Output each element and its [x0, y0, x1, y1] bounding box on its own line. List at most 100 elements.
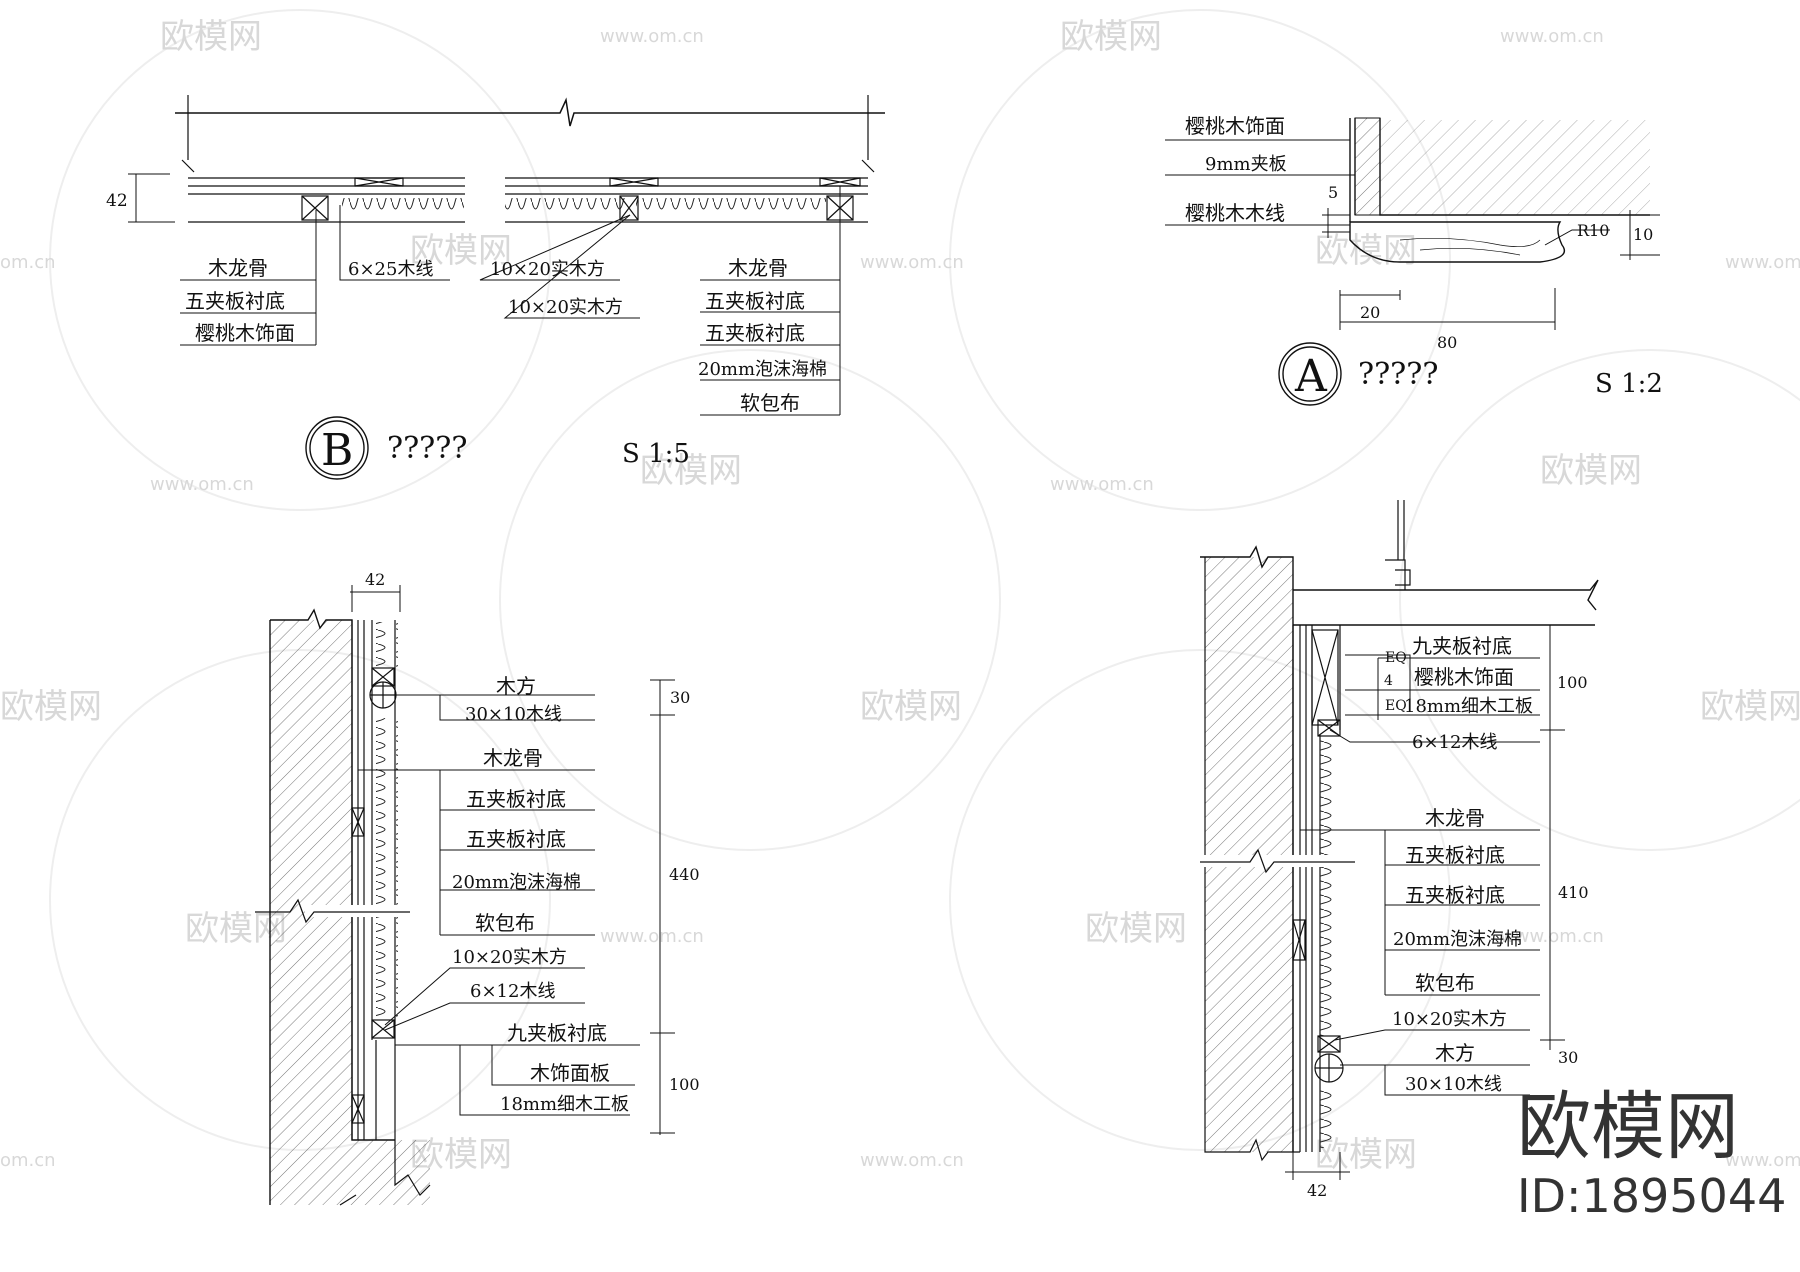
watermark-brand: 欧模网	[1315, 231, 1417, 271]
label-wood-keel: 木龙骨	[483, 746, 543, 770]
dimension-text: 440	[669, 865, 700, 884]
extension-lines	[187, 95, 869, 160]
foam-padding	[1318, 738, 1340, 1036]
leader-lines	[358, 769, 595, 936]
label-wood-line: 6×12木线	[1412, 732, 1497, 753]
leader-lines	[395, 1044, 640, 1116]
wall-outline	[1200, 545, 1294, 1152]
break-marks	[339, 1140, 431, 1206]
dimension-chain	[1540, 624, 1565, 1050]
label-soft-fabric: 软包布	[1415, 971, 1475, 995]
break-gap	[1195, 855, 1355, 867]
label-wood-line: 30×10木线	[465, 704, 562, 725]
panel-layers	[351, 620, 396, 1140]
watermark-arcs	[49, 9, 1800, 1151]
dimension-text: 30	[670, 688, 690, 707]
leader-lines	[384, 967, 585, 1031]
label-foam-sponge: 20mm泡沫海棉	[698, 359, 827, 380]
break-line	[255, 898, 410, 924]
label-wood-block: 木方	[1435, 1041, 1475, 1065]
watermark-brand: 欧模网	[1085, 909, 1187, 949]
slab-top-line	[175, 97, 885, 127]
hanger-rod	[1385, 500, 1411, 590]
foam-padding	[376, 622, 398, 668]
watermark-url: www.om.cn	[1500, 926, 1604, 947]
watermark-brand: 欧模网	[410, 231, 512, 271]
dimension-text: 10	[1633, 225, 1653, 244]
leader-lines	[1165, 139, 1355, 226]
label-plywood-base: 五夹板衬底	[466, 827, 566, 851]
watermark-brand: 欧模网	[640, 451, 742, 491]
dimension-line	[1339, 290, 1401, 330]
detail-marker-letter: A	[1294, 351, 1328, 402]
radius-leader	[1544, 229, 1610, 246]
label-plywood: 9mm夹板	[1205, 154, 1287, 175]
dimension-text: 42	[365, 570, 385, 589]
watermark-url: www.om.cn	[600, 926, 704, 947]
scale-label: S 1:2	[1595, 369, 1663, 399]
dimension-text: 100	[669, 1075, 700, 1094]
corner-logo: 欧模网 ID:1895044	[1517, 1084, 1786, 1223]
watermark-url: www.om.cn	[150, 474, 254, 495]
label-foam-sponge: 20mm泡沫海棉	[452, 872, 581, 893]
watermark-brand: 欧模网	[860, 687, 962, 727]
dimension-line	[1340, 288, 1556, 330]
watermark-url: www.om.cn	[1500, 26, 1604, 47]
section-left: 42 木方 30×10木线 木龙骨 五夹板衬底 五夹板衬底 20mm泡沫海棉 软…	[255, 570, 700, 1206]
leader-batten	[503, 214, 640, 319]
label-wood-keel: 木龙骨	[208, 256, 268, 280]
dimension-line	[1322, 208, 1350, 238]
label-cherry-veneer: 樱桃木饰面	[195, 321, 295, 345]
break-gap	[305, 905, 405, 917]
watermark-brand: 欧模网	[1540, 451, 1642, 491]
detail-b: 42 木龙骨 五夹板衬底 樱桃木饰面 6×25木线 10×20实木方 10×20…	[106, 95, 885, 480]
watermark-url: www.om.cn	[1050, 474, 1154, 495]
floor-hatch	[270, 1140, 430, 1205]
label-blockboard: 18mm细木工板	[500, 1094, 629, 1115]
wall-hatch	[1205, 557, 1293, 1152]
detail-marker-circle	[1278, 342, 1342, 406]
watermark-brand: 欧模网	[160, 17, 262, 57]
dimension-text: 20	[1360, 303, 1380, 322]
watermark-url: om.cn	[0, 252, 56, 273]
label-plywood-base: 五夹板衬底	[466, 787, 566, 811]
watermark-url: www.om.cn	[1725, 252, 1800, 273]
label-wood-line: 30×10木线	[1405, 1074, 1502, 1095]
dimension-text: 42	[1307, 1181, 1327, 1200]
dimension-line	[128, 173, 175, 223]
label-cherry-veneer: 樱桃木饰面	[1414, 665, 1514, 689]
watermark-url: www.om.cn	[1725, 1150, 1800, 1171]
ceiling-slab	[1293, 579, 1599, 626]
break-line	[1200, 848, 1355, 874]
radius-text: R10	[1577, 221, 1609, 240]
scale-label: S 1:5	[622, 439, 690, 469]
label-cherry-trim: 樱桃木木线	[1185, 201, 1285, 225]
label-wood-line: 6×12木线	[470, 981, 555, 1002]
label-plywood-base: 五夹板衬底	[705, 321, 805, 345]
label-solid-batten: 10×20实木方	[508, 297, 623, 318]
label-soft-fabric: 软包布	[740, 391, 800, 415]
watermark-url: www.om.cn	[600, 26, 704, 47]
cherry-wood-trim	[1349, 221, 1566, 263]
label-plywood-base: 五夹板衬底	[1405, 843, 1505, 867]
logo-brand: 欧模网	[1517, 1084, 1739, 1170]
detail-marker-letter: B	[321, 425, 353, 476]
label-solid-batten: 10×20实木方	[452, 947, 567, 968]
dimension-chain	[650, 679, 675, 1135]
leader-lines	[1329, 654, 1540, 743]
label-blockboard: 18mm细木工板	[1404, 696, 1533, 717]
leader-wood-line	[339, 205, 450, 281]
label-plywood-base: 五夹板衬底	[185, 289, 285, 313]
plywood-layer	[1354, 117, 1381, 216]
leader-group-right	[700, 186, 841, 416]
panel-layers	[188, 177, 868, 223]
veneer-lines	[1349, 118, 1356, 222]
watermark-brand: 欧模网	[1700, 687, 1800, 727]
watermark-url: www.om.cn	[860, 1150, 964, 1171]
detail-title: ?????	[1358, 357, 1438, 392]
leader-batten	[479, 214, 631, 281]
leader-lines	[1334, 1029, 1530, 1096]
wall-hatch	[270, 620, 352, 1140]
detail-marker-circle	[309, 420, 365, 476]
